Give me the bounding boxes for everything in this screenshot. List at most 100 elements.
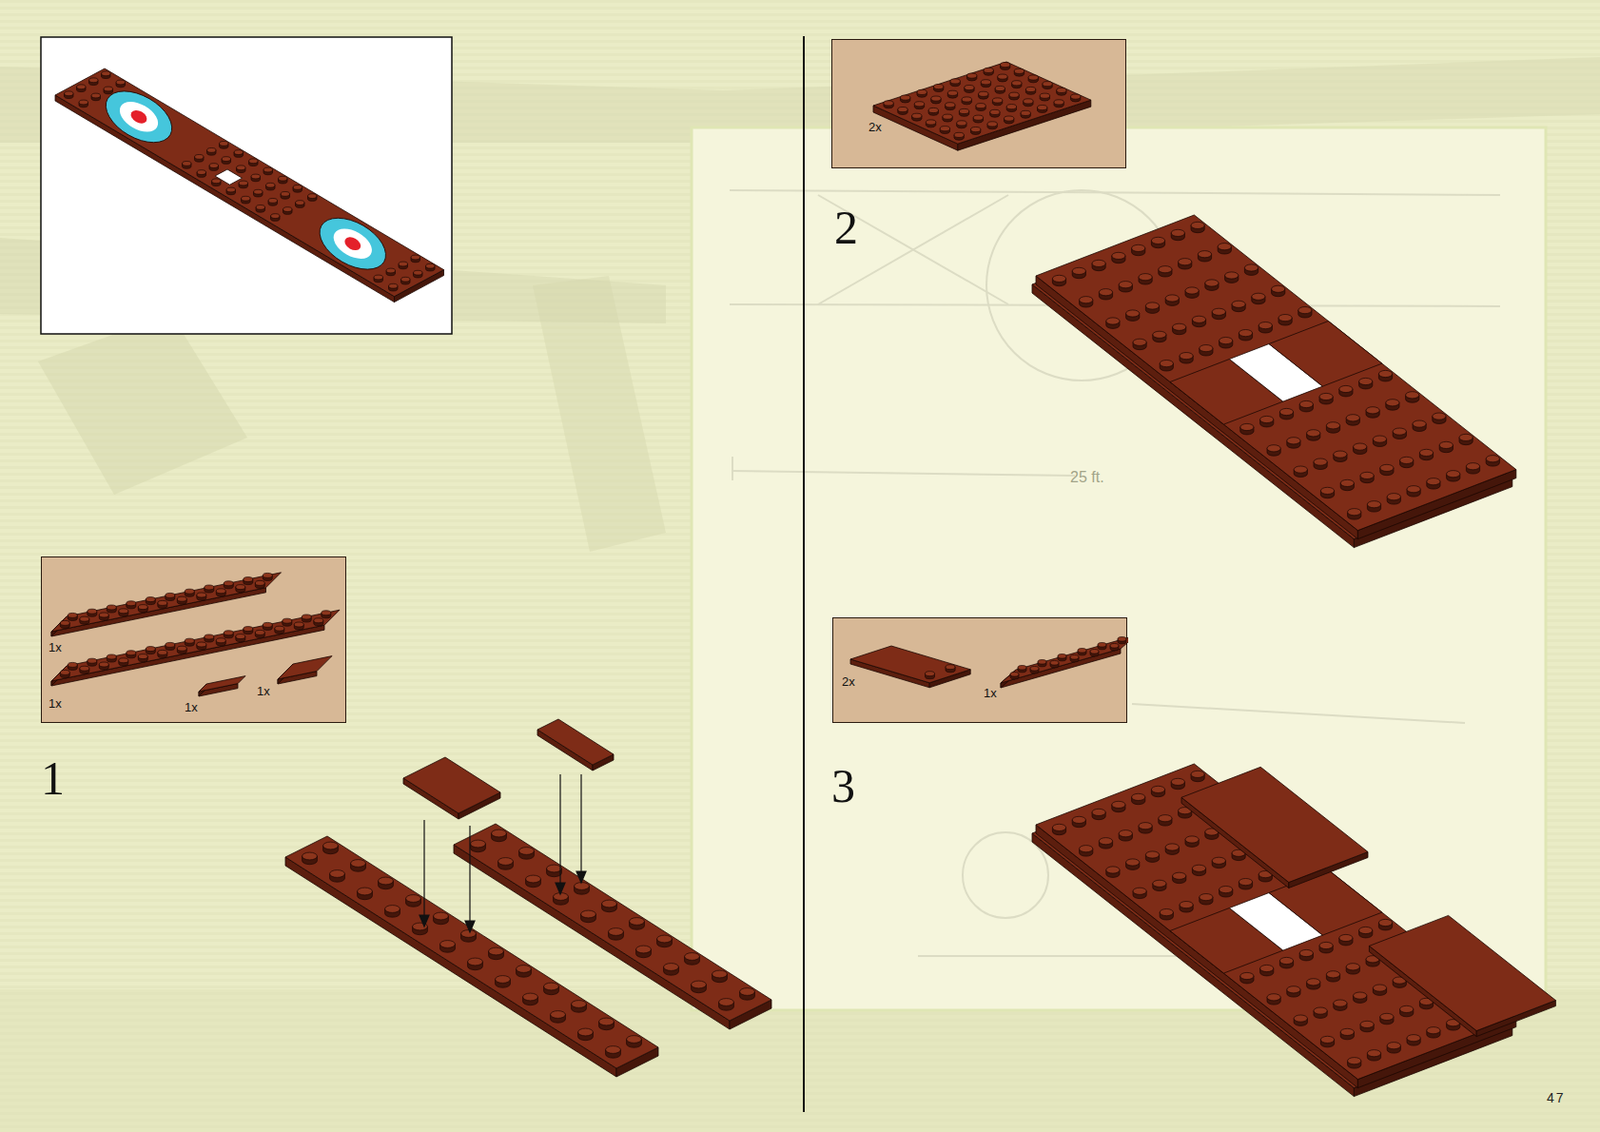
stud-top <box>1170 778 1185 785</box>
arrow-line <box>468 825 470 923</box>
stud-top <box>1251 292 1266 300</box>
stud-top <box>278 175 288 181</box>
stud-top <box>1010 672 1019 678</box>
stud-top <box>498 858 514 866</box>
stud-top <box>1346 963 1360 971</box>
stud-top <box>1298 307 1312 314</box>
stud-top <box>126 601 137 606</box>
stud-top <box>1326 971 1340 978</box>
stud-top <box>1170 229 1185 236</box>
stud-top <box>1412 420 1426 428</box>
stud-top <box>691 980 707 989</box>
stud-top <box>1030 666 1039 672</box>
stud-top <box>238 180 248 186</box>
stud-top <box>1056 87 1067 93</box>
stud-top <box>1287 986 1301 994</box>
stud-top <box>973 115 983 120</box>
plate-top <box>1000 635 1129 683</box>
stud-top <box>137 654 148 660</box>
stud-top <box>1158 815 1172 822</box>
stud-top <box>964 85 975 91</box>
stud-top <box>386 268 395 274</box>
result-inset <box>40 37 452 334</box>
stud-top <box>293 622 304 627</box>
plate-top <box>51 609 340 682</box>
stud-top <box>1152 331 1167 338</box>
stud-top <box>280 192 290 197</box>
stud-top <box>1052 823 1066 831</box>
stud-top <box>59 669 70 675</box>
step-number: 2 <box>834 199 859 255</box>
stud-top <box>165 592 176 598</box>
stud-top <box>145 646 156 652</box>
stud-top <box>398 261 408 267</box>
stud-top <box>1240 423 1254 430</box>
quantity-label: 2x <box>841 675 856 688</box>
stud-top <box>1172 872 1187 879</box>
stud-top <box>1446 470 1461 478</box>
stud-top <box>1313 1007 1327 1015</box>
stud-top <box>1267 994 1281 1001</box>
stud-top <box>629 917 645 926</box>
stud-top <box>78 99 88 105</box>
stud-top <box>1132 338 1147 346</box>
stud-top <box>470 839 487 848</box>
stud-top <box>234 150 243 156</box>
stud-top <box>223 581 234 586</box>
stud-top <box>184 588 195 594</box>
stud-top <box>574 882 590 891</box>
stud-top <box>204 585 215 590</box>
faded-strut <box>38 313 248 495</box>
stud-top <box>950 78 960 84</box>
stud-top <box>1092 808 1106 816</box>
stud-top <box>1037 660 1047 665</box>
stud-top <box>1138 822 1152 830</box>
stud-top <box>1004 116 1015 121</box>
plate-top <box>537 719 614 765</box>
stud-top <box>182 161 192 167</box>
stud-top <box>1092 259 1106 267</box>
stud-top <box>956 120 967 126</box>
stud-top <box>925 671 936 677</box>
stud-top <box>1366 501 1381 508</box>
stud-top <box>373 274 383 280</box>
stud-top <box>495 975 511 984</box>
stud-top <box>1386 1042 1401 1050</box>
stud-top <box>236 165 246 171</box>
stud-top <box>243 577 254 583</box>
stud-top <box>254 629 265 635</box>
plate-side <box>55 95 395 303</box>
stud-top <box>1126 310 1140 317</box>
stud-top <box>1159 360 1173 368</box>
stud-top <box>301 614 312 620</box>
stud-top <box>145 597 156 603</box>
stud-top <box>980 79 991 85</box>
stud-top <box>1359 926 1373 934</box>
blueprint-line <box>1131 703 1465 723</box>
stud-top <box>313 618 324 624</box>
stud-top <box>602 899 618 908</box>
quantity-label: 1x <box>256 684 271 698</box>
stud-top <box>118 658 129 664</box>
stud-top <box>1006 104 1016 110</box>
stud-top <box>1406 486 1421 493</box>
stud-top <box>251 174 260 179</box>
stud-top <box>1020 110 1031 116</box>
stud-top <box>1118 830 1132 838</box>
stud-top <box>106 654 117 660</box>
stud-top <box>1260 964 1274 972</box>
stud-top <box>1279 956 1293 964</box>
stud-top <box>1042 81 1053 87</box>
stud-top <box>1132 887 1147 895</box>
stud-top <box>1012 80 1022 86</box>
stud-top <box>1070 655 1079 661</box>
stud-top <box>488 947 505 956</box>
stud-top <box>1347 1057 1362 1065</box>
stud-top <box>945 664 956 670</box>
stud-top <box>1319 941 1333 949</box>
stud-top <box>1199 345 1213 352</box>
stud-top <box>254 580 265 586</box>
stud-top <box>1459 433 1473 441</box>
stud-top <box>719 998 735 1007</box>
stud-top <box>1199 894 1213 901</box>
